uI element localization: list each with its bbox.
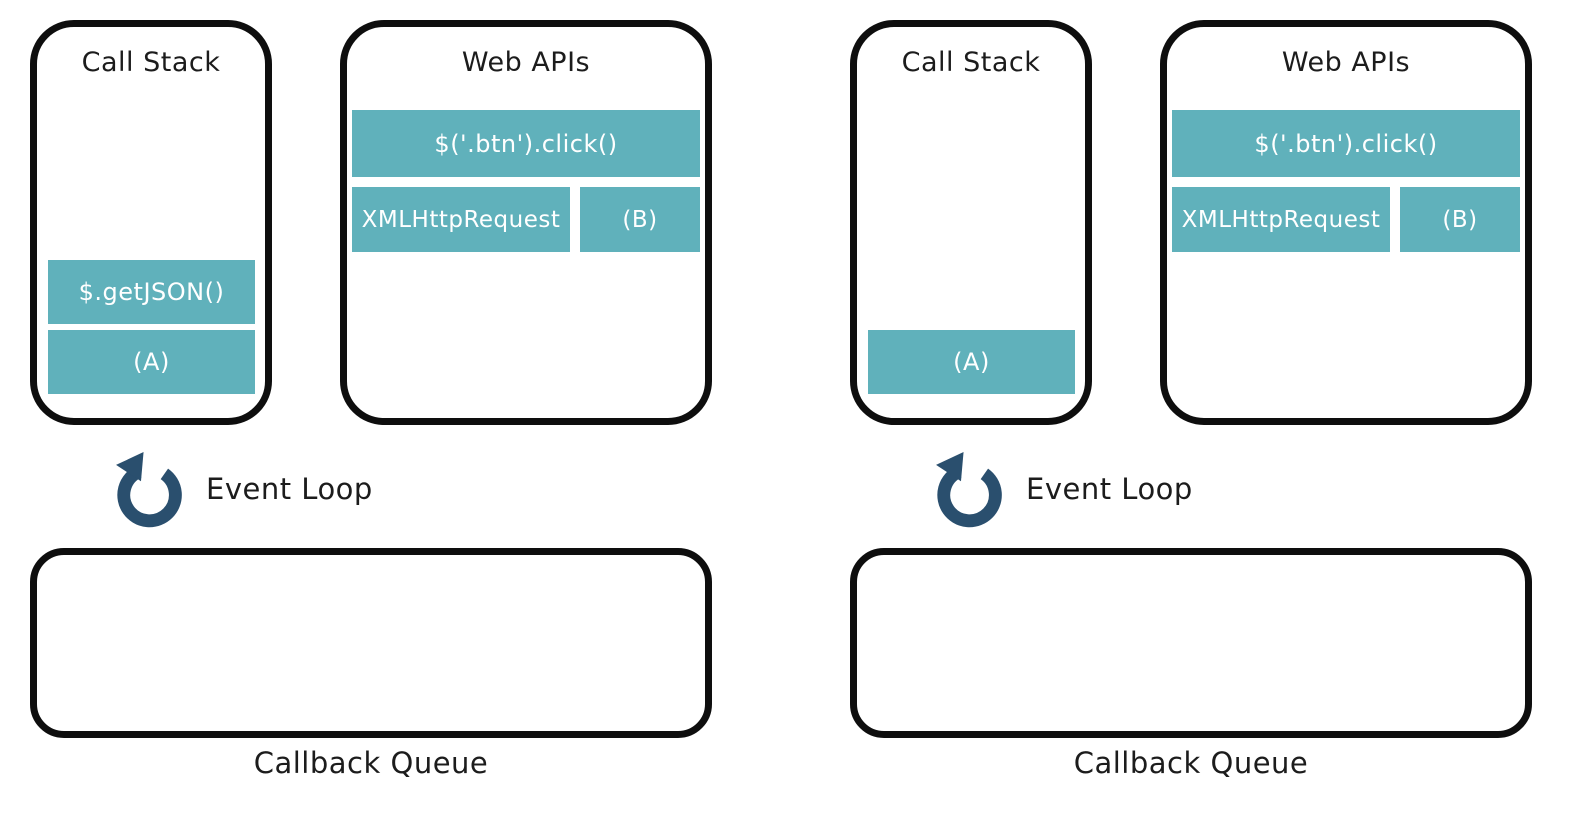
- call-stack-title: Call Stack: [81, 47, 221, 78]
- circular-arrow-icon: [116, 452, 182, 528]
- circular-arrow-icon: [936, 452, 1002, 528]
- web-api-task-row: XMLHttpRequest (B): [1172, 187, 1520, 252]
- web-api-task: XMLHttpRequest: [352, 187, 570, 252]
- call-stack-box: Call Stack $.getJSON() (A): [30, 20, 272, 425]
- call-stack-frames: (A): [868, 330, 1075, 394]
- call-stack-box: Call Stack (A): [850, 20, 1092, 425]
- web-api-task: $('.btn').click(): [1172, 110, 1520, 177]
- stack-frame: (A): [48, 330, 255, 394]
- web-apis-title: Web APIs: [461, 47, 591, 78]
- event-loop-label: Event Loop: [1026, 472, 1193, 506]
- web-api-task: (B): [580, 187, 700, 252]
- web-apis-box: Web APIs $('.btn').click() XMLHttpReques…: [1160, 20, 1532, 425]
- callback-queue-box: [850, 548, 1532, 738]
- stack-frame: (A): [868, 330, 1075, 394]
- event-loop-label: Event Loop: [206, 472, 373, 506]
- web-apis-title: Web APIs: [1281, 47, 1411, 78]
- web-api-task: (B): [1400, 187, 1520, 252]
- web-api-task: XMLHttpRequest: [1172, 187, 1390, 252]
- web-apis-box: Web APIs $('.btn').click() XMLHttpReques…: [340, 20, 712, 425]
- callback-queue-box: [30, 548, 712, 738]
- panel-state-1: Call Stack $.getJSON() (A) Web APIs $('.…: [0, 0, 760, 816]
- stack-frame: $.getJSON(): [48, 260, 255, 324]
- web-api-task: $('.btn').click(): [352, 110, 700, 177]
- web-api-task-row: XMLHttpRequest (B): [352, 187, 700, 252]
- panel-state-2: Call Stack (A) Web APIs $('.btn').click(…: [820, 0, 1576, 816]
- callback-queue-label: Callback Queue: [253, 746, 489, 780]
- callback-queue-label: Callback Queue: [1073, 746, 1309, 780]
- call-stack-frames: $.getJSON() (A): [48, 260, 255, 394]
- call-stack-title: Call Stack: [901, 47, 1041, 78]
